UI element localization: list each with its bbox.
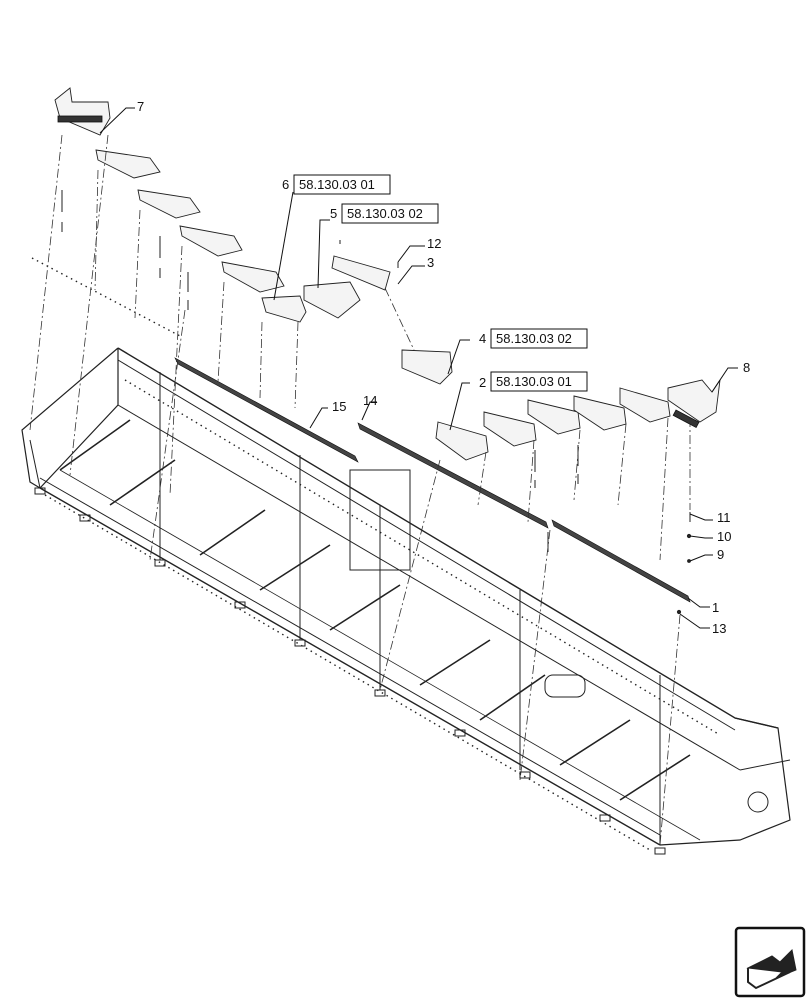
frame-cross <box>419 639 491 686</box>
skid-shoe <box>95 149 161 179</box>
callout-3: 3 <box>427 255 434 270</box>
frame-cross <box>619 754 691 801</box>
header-frame <box>21 347 791 855</box>
frame-left-end <box>21 347 119 489</box>
frame-holes <box>44 494 651 851</box>
svg-text:58.130.03 02: 58.130.03 02 <box>347 206 423 221</box>
reference-box-5[interactable]: 58.130.03 02 <box>341 203 439 224</box>
frame-feet <box>34 487 666 855</box>
leader-lines <box>99 107 738 629</box>
frame-cross <box>59 419 131 471</box>
frame-bottom-rail <box>39 487 661 846</box>
return-arrow-icon[interactable] <box>734 926 806 998</box>
assembly-lines <box>29 134 691 846</box>
callout-12: 12 <box>427 236 441 251</box>
svg-text:58.130.03 01: 58.130.03 01 <box>496 374 572 389</box>
frame-right-hole <box>747 791 769 813</box>
callout-1: 1 <box>712 600 719 615</box>
callout-8: 8 <box>743 360 750 375</box>
callout-15: 15 <box>332 399 346 414</box>
reference-box-4[interactable]: 58.130.03 02 <box>490 328 588 349</box>
callout-6: 6 <box>282 177 289 192</box>
skid-shoe-2 <box>435 421 489 461</box>
frame-cross <box>259 544 331 591</box>
reference-box-6[interactable]: 58.130.03 01 <box>293 174 391 195</box>
skid-shoe <box>137 189 201 219</box>
frame-left-end-inner <box>29 439 41 489</box>
wear-strip-15 <box>174 357 359 463</box>
callout-13: 13 <box>712 621 726 636</box>
frame-right-end <box>659 717 791 846</box>
reference-box-2[interactable]: 58.130.03 01 <box>490 371 588 392</box>
skid-shoe <box>179 225 243 257</box>
svg-text:58.130.03 02: 58.130.03 02 <box>496 331 572 346</box>
frame-cross <box>199 509 266 556</box>
callout-14: 14 <box>363 393 377 408</box>
right-motor <box>544 674 586 698</box>
skid-shoe-4 <box>401 349 453 385</box>
frame-cross <box>109 459 176 506</box>
skid-shoe-3 <box>331 255 391 291</box>
hardware-left <box>61 190 189 310</box>
skid-shoe <box>483 411 537 447</box>
skid-shoe-5 <box>303 281 361 319</box>
frame-holes <box>124 379 721 736</box>
callout-7: 7 <box>137 99 144 114</box>
callout-2: 2 <box>479 375 486 390</box>
frame-mid-rail <box>117 404 741 771</box>
skid-shoe <box>619 387 671 423</box>
skid-shoe <box>527 399 581 435</box>
callout-4: 4 <box>479 331 486 346</box>
frame-cross <box>329 584 401 631</box>
center-gearbox <box>349 469 411 571</box>
callout-5: 5 <box>330 206 337 221</box>
skid-shoe-8 <box>667 379 721 429</box>
loose-strip-left <box>31 257 181 337</box>
wear-strip-14 <box>357 422 549 529</box>
skid-shoe <box>573 395 627 431</box>
frame-bottom-rail-inner <box>39 477 661 836</box>
frame-right-end-2 <box>739 759 791 771</box>
wear-strip-1 <box>551 519 691 603</box>
callout-10: 10 <box>717 529 731 544</box>
skid-shoe-6 <box>261 295 307 323</box>
callout-11: 11 <box>717 510 731 525</box>
frame-cross <box>559 719 631 766</box>
callout-9: 9 <box>717 547 724 562</box>
svg-text:58.130.03 01: 58.130.03 01 <box>299 177 375 192</box>
frame-cross <box>479 674 546 721</box>
frame-top-rail-inner <box>117 359 736 731</box>
skid-shoe <box>221 261 285 293</box>
skid-shoe-7 <box>54 87 111 136</box>
